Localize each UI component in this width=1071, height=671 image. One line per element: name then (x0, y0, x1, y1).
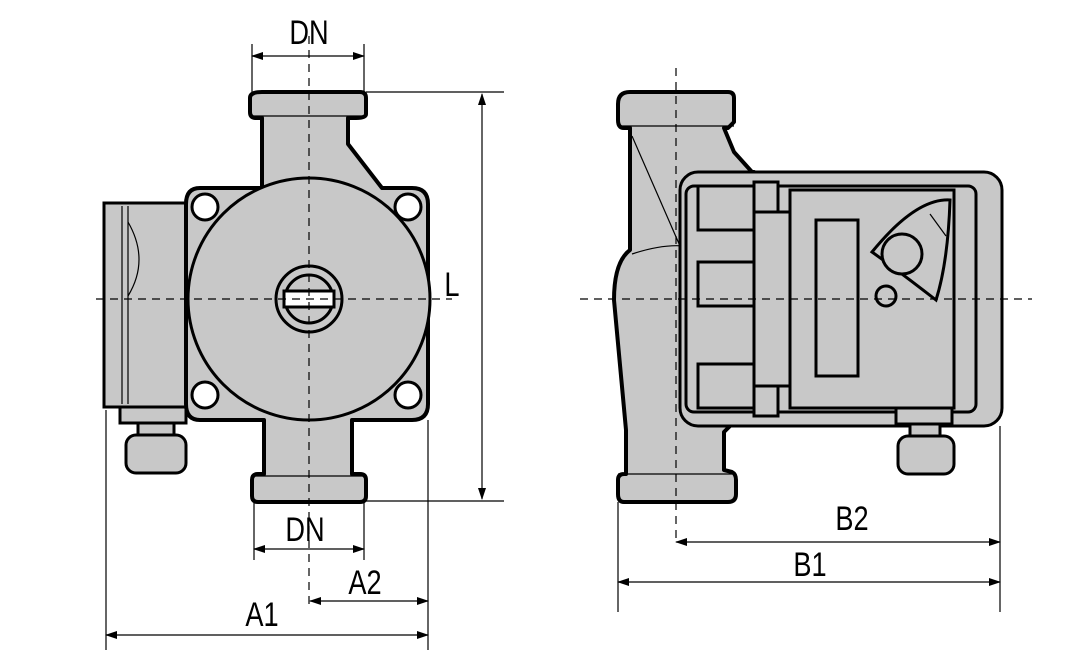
cable-gland-front (124, 421, 188, 475)
terminal-box (102, 201, 188, 409)
bolt-hole (190, 380, 220, 410)
terminal-box-base (118, 405, 188, 425)
dimension-label-dn-top: DN (289, 13, 328, 52)
dimension-label-dn-bottom: DN (285, 510, 324, 549)
cable-gland-side (896, 422, 956, 476)
bolt-hole (393, 192, 423, 222)
dimension-label-b1: B1 (793, 545, 826, 584)
dimension-label-a1: A1 (245, 595, 278, 634)
side-view (612, 90, 1004, 504)
bolt-hole (393, 380, 423, 410)
bolt-hole (190, 192, 220, 222)
display-window (814, 218, 860, 378)
speed-selector-knob (869, 198, 952, 308)
dimension-label-a2: A2 (348, 563, 381, 602)
center-lines (96, 36, 1032, 606)
dimensions: DN DN L A2 A1 B2 B1 (105, 13, 1001, 650)
front-view (102, 90, 432, 504)
dimension-label-b2: B2 (835, 499, 868, 538)
dimension-label-l: L (444, 265, 459, 304)
